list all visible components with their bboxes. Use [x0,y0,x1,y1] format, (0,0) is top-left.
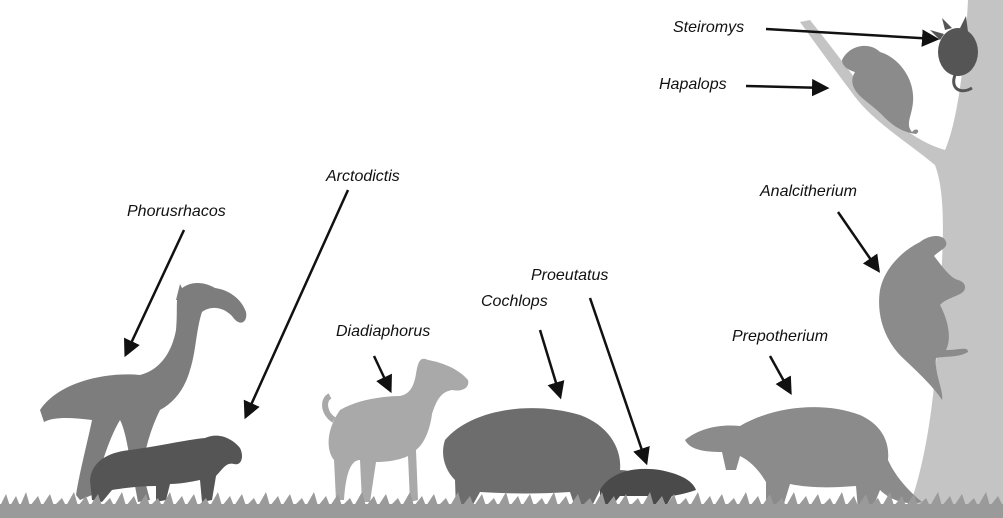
label-hapalops: Hapalops [659,76,727,94]
label-proeutatus: Proeutatus [531,267,608,285]
steiromys-arrow [766,29,936,39]
cochlops-arrow [540,330,560,396]
prepotherium-silhouette [685,407,922,510]
label-analcitherium: Analcitherium [760,183,857,201]
label-arctodictis: Arctodictis [326,168,400,186]
arctodictis-arrow [246,190,348,416]
label-phorusrhacos: Phorusrhacos [127,203,226,221]
arctodictis-silhouette [90,436,242,502]
analcitherium-arrow [838,212,878,270]
diadiaphorus-arrow [374,356,390,390]
prepotherium-arrow [770,356,790,392]
label-steiromys: Steiromys [673,19,744,37]
hapalops-arrow [746,86,826,88]
label-cochlops: Cochlops [481,293,548,311]
label-prepotherium: Prepotherium [732,328,828,346]
diadiaphorus-silhouette [325,359,468,502]
label-diadiaphorus: Diadiaphorus [336,323,430,341]
grass-ground [0,492,1003,518]
